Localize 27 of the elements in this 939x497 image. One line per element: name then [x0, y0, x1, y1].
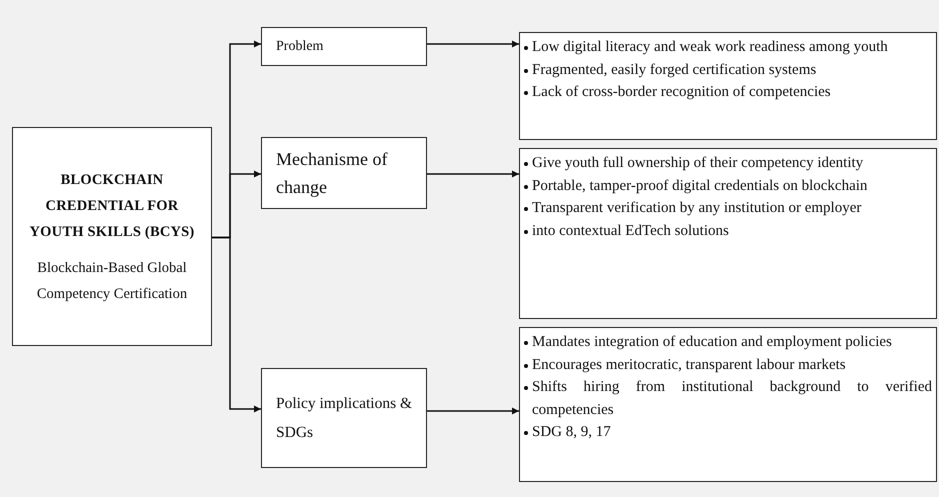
subtitle-text: Blockchain-Based Global Competency Certification — [36, 258, 188, 304]
arrow — [427, 40, 519, 48]
bullet-list-box — [519, 148, 937, 319]
bullet-list-box — [519, 32, 937, 140]
arrow — [427, 408, 519, 414]
title-box — [12, 127, 212, 346]
title-text: BLOCKCHAIN CREDENTIAL FOR YOUTH SKILLS (BCYS) — [28, 170, 196, 242]
category-box — [261, 368, 427, 468]
category-label: Problem — [276, 38, 324, 56]
category-box — [261, 27, 427, 66]
bullet-item: Low digital literacy and weak work readiness among youth — [523, 36, 932, 58]
bullet-list-box — [519, 327, 937, 482]
bullet-item: Give youth full ownership of their competency identity — [523, 152, 932, 174]
arrow — [427, 170, 519, 178]
bullet-item: Encourages meritocratic, transparent labour markets — [523, 354, 932, 376]
category-box — [261, 137, 427, 209]
bullet-item: SDG 8, 9, 17 — [523, 421, 932, 444]
bullet-item: Portable, tamper-proof digital credentials on blockchain — [523, 174, 932, 197]
bullet-item: Fragmented, easily forged certification systems — [523, 58, 932, 81]
bullet-item: Mandates integration of education and employment policies — [523, 331, 932, 354]
bullet-item: Lack of cross-border recognition of competencies — [523, 81, 932, 104]
arrow — [212, 236, 261, 412]
category-label: Policy implications & SDGs — [276, 394, 414, 443]
bullet-item: Transparent verification by any institution or employer — [523, 197, 932, 220]
bullet-item: into contextual EdTech solutions — [523, 220, 932, 242]
bullet-item: Shifts hiring from institutional background to verified competencies — [523, 376, 932, 421]
category-label: Mechanisme of change — [276, 148, 388, 199]
